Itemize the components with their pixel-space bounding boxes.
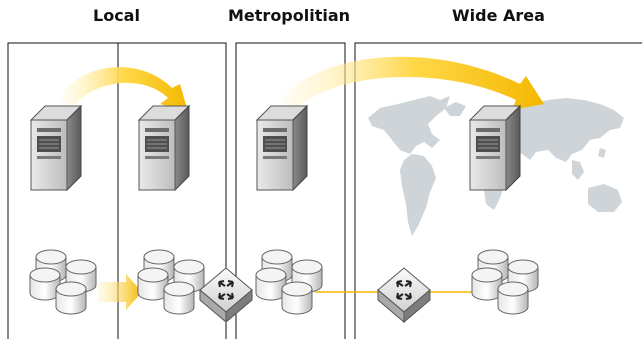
- header-metropolitan: Metropolitian: [228, 6, 351, 25]
- network-switch-icon-wide-area: [377, 267, 431, 323]
- server-icon-metropolitan: [256, 105, 308, 191]
- server-icon-local-target: [138, 105, 190, 191]
- database-cluster-icon-wide-area: [472, 250, 538, 314]
- header-local: Local: [93, 6, 140, 25]
- database-cluster-icon-metropolitan: [256, 250, 322, 314]
- server-icon-local-source: [30, 105, 82, 191]
- header-wide-area: Wide Area: [452, 6, 545, 25]
- replication-arrow-icon-storage: [98, 274, 142, 310]
- database-cluster-icon-local-target: [138, 250, 204, 314]
- panel-wide-area: [354, 42, 642, 339]
- server-icon-wide-area: [469, 105, 521, 191]
- panel-metropolitan: [235, 42, 346, 339]
- replication-arrow-icon-local: [60, 67, 188, 112]
- database-cluster-icon-local-source: [30, 250, 96, 314]
- replication-arrow-icon-wide-area: [280, 56, 544, 112]
- network-switch-icon-local: [199, 267, 253, 323]
